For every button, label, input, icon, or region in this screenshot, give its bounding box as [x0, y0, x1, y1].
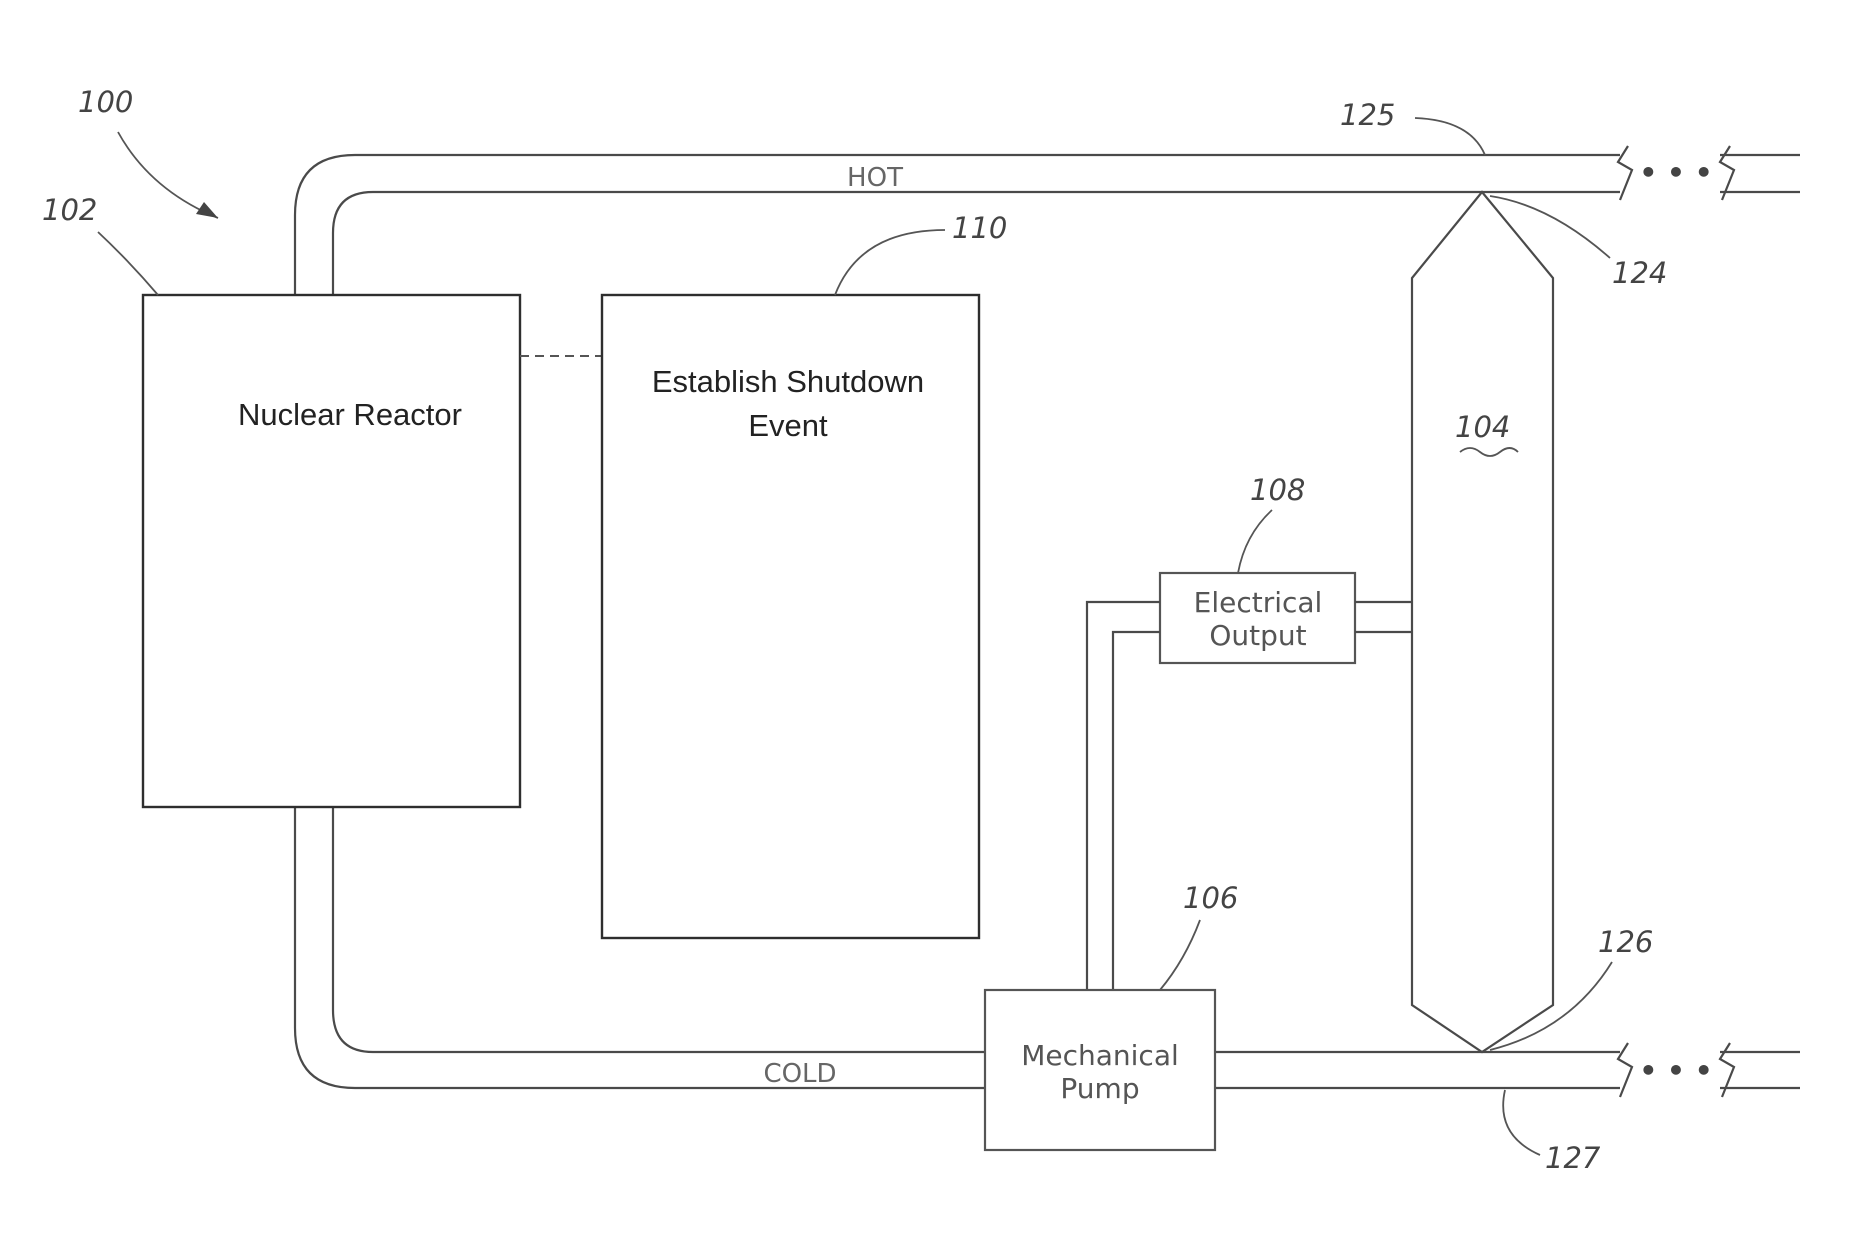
nuclear-reactor-box	[143, 295, 520, 807]
ref-102-leader	[98, 232, 158, 295]
ref-104: 104	[1455, 410, 1510, 444]
shutdown-label-line2: Event	[748, 408, 828, 443]
ref-127: 127	[1545, 1141, 1601, 1175]
ref-100-arrowhead	[196, 202, 218, 218]
shutdown-label-line1: Establish Shutdown	[652, 364, 924, 399]
ref-102: 102	[42, 193, 97, 227]
ref-124-leader	[1490, 196, 1610, 258]
cold-leg-break-left	[1618, 1043, 1632, 1097]
ref-106: 106	[1183, 881, 1238, 915]
heat-exchanger-outline	[1412, 192, 1553, 1052]
electrical-to-pump-outer	[1087, 602, 1160, 990]
cold-leg-dots: • • •	[1639, 1054, 1712, 1087]
electrical-output-line1: Electrical	[1194, 586, 1323, 619]
mechanical-pump-line2: Pump	[1060, 1072, 1139, 1105]
hot-label: HOT	[847, 163, 903, 193]
hot-leg-dots: • • •	[1639, 156, 1712, 189]
ref-125-leader	[1415, 118, 1485, 155]
hot-leg-break-left	[1618, 146, 1632, 200]
ref-125: 125	[1340, 98, 1395, 132]
ref-110-leader	[835, 230, 945, 295]
ref-104-underline	[1460, 448, 1518, 456]
ref-126: 126	[1598, 925, 1653, 959]
ref-127-leader	[1503, 1090, 1540, 1155]
ref-124: 124	[1612, 256, 1667, 290]
mechanical-pump-line1: Mechanical	[1021, 1039, 1179, 1072]
nuclear-reactor-label: Nuclear Reactor	[238, 397, 462, 432]
ref-106-leader	[1160, 920, 1200, 990]
ref-108-leader	[1238, 510, 1272, 573]
electrical-to-pump-inner	[1113, 632, 1160, 990]
ref-108: 108	[1250, 473, 1305, 507]
ref-110: 110	[952, 211, 1007, 245]
ref-100: 100	[78, 85, 133, 119]
cold-label: COLD	[763, 1059, 836, 1089]
electrical-output-line2: Output	[1209, 619, 1306, 652]
